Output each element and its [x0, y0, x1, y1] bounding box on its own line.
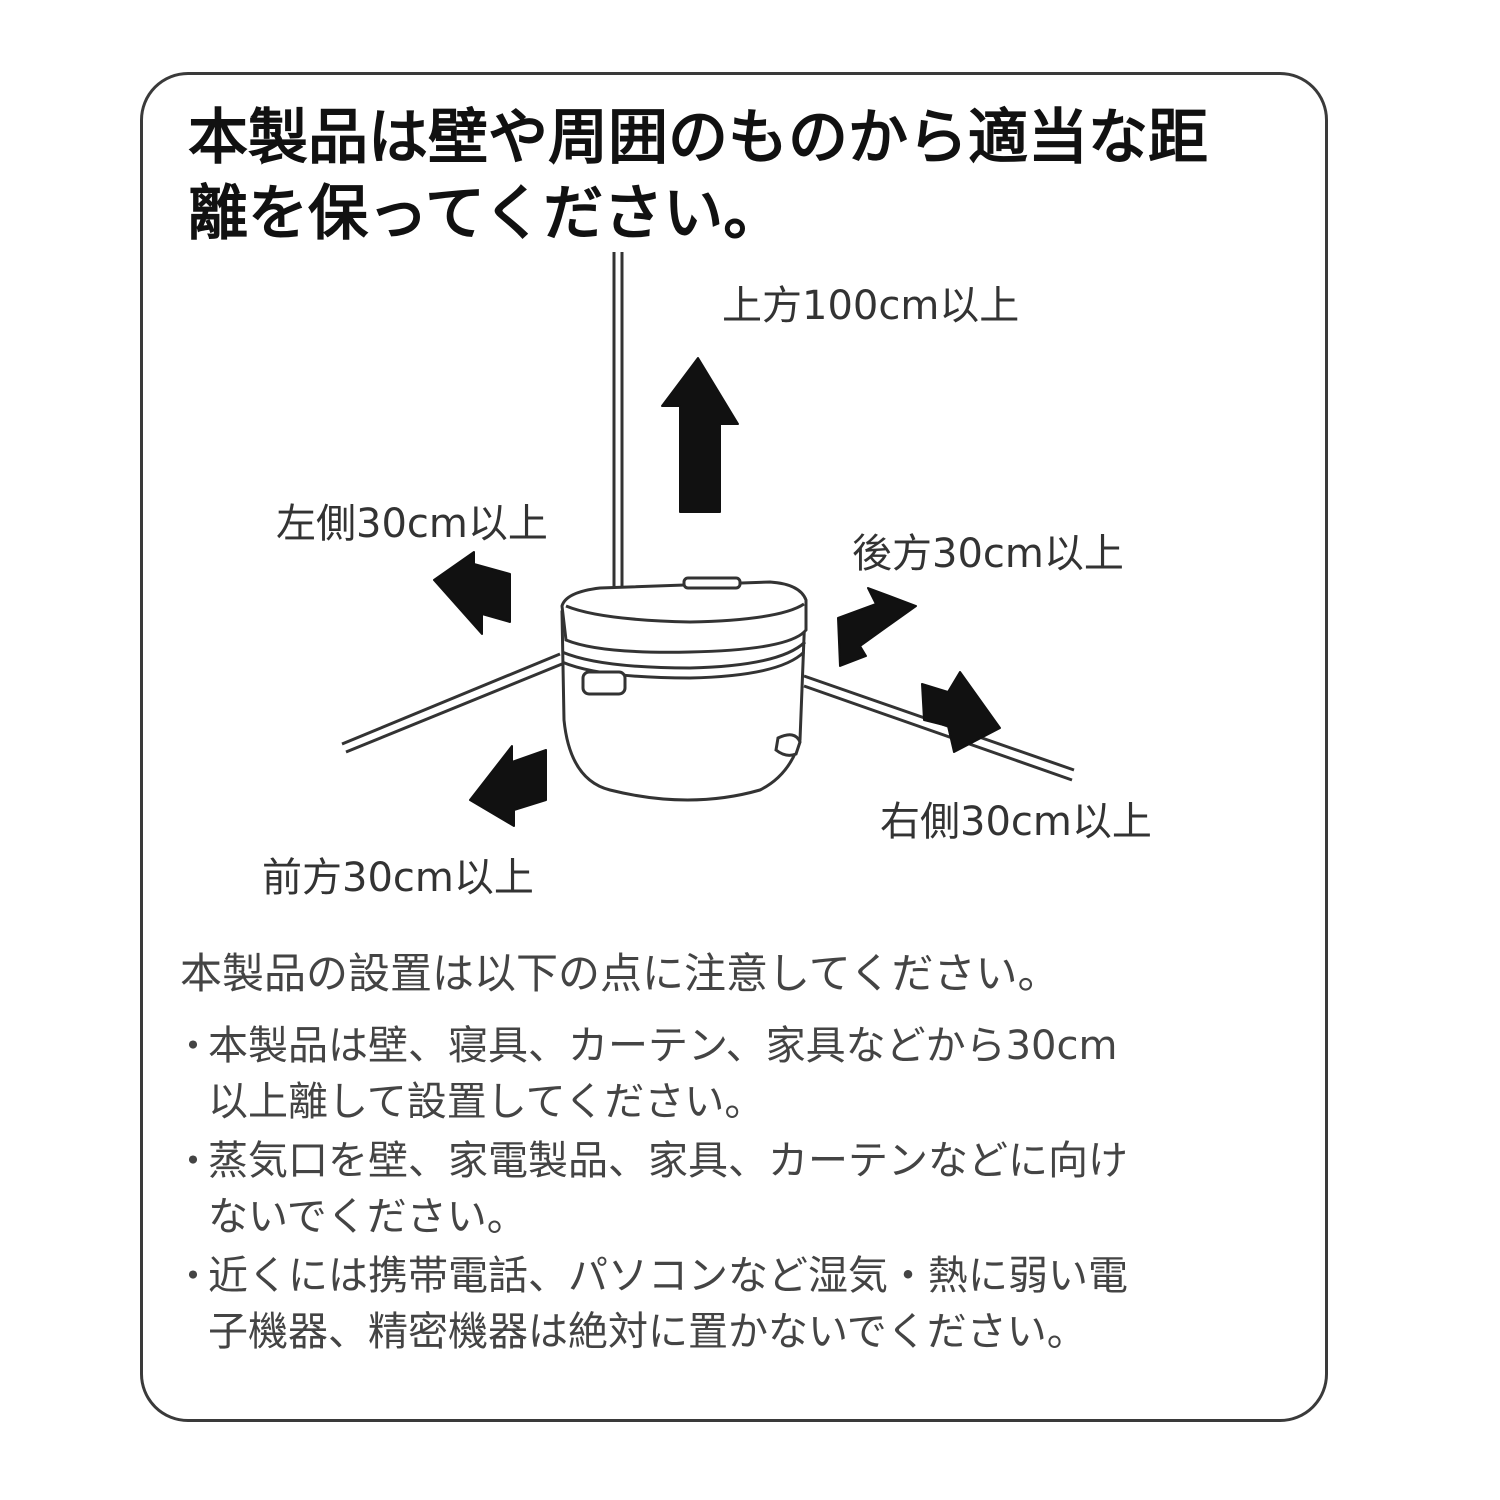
cooker-lid-edge: [561, 640, 807, 670]
precaution-text-line: 本製品は壁、寝具、カーテン、家具などから30cm: [208, 1023, 1118, 1069]
arrow-right-icon: [921, 671, 1001, 753]
heading-line-2: 離を保ってください。: [188, 179, 784, 249]
cooker-body: [560, 610, 807, 802]
precaution-item: ・ 蒸気口を壁、家電製品、家具、カーテンなどに向け ないでください。: [172, 1133, 1302, 1245]
label-top-clearance: 上方100cm以上: [722, 283, 1020, 329]
label-left-clearance: 左側30cm以上: [276, 501, 548, 547]
cooker-vent: [682, 576, 742, 590]
arrow-left-icon: [433, 551, 511, 635]
notice-frame: [140, 72, 1328, 1422]
cooker-lid-top-line: [565, 602, 805, 624]
arrow-back-icon: [837, 587, 917, 667]
heading-line-1: 本製品は壁や周囲のものから適当な距: [188, 103, 1208, 173]
precaution-list: ・ 本製品は壁、寝具、カーテン、家具などから30cm 以上離して設置してください…: [172, 1018, 1302, 1363]
precaution-text-line: 以上離して設置してください。: [208, 1079, 765, 1125]
bullet: ・: [174, 1139, 213, 1183]
precaution-text-line: ないでください。: [208, 1194, 527, 1240]
label-back-clearance: 後方30cm以上: [852, 531, 1124, 577]
cooker-foot: [774, 733, 802, 757]
label-right-clearance: 右側30cm以上: [880, 799, 1152, 845]
cooker-lid-edge-inner: [561, 650, 806, 680]
precaution-text-line: 近くには携帯電話、パソコンなど湿気・熱に弱い電: [208, 1253, 1128, 1299]
arrow-up-icon: [661, 357, 739, 513]
bullet: ・: [174, 1254, 213, 1298]
cooker-handle: [581, 670, 627, 696]
floor-right-line-b: [803, 684, 1073, 782]
heading: 本製品は壁や周囲のものから適当な距 離を保ってください。: [188, 100, 1298, 252]
precaution-item: ・ 近くには携帯電話、パソコンなど湿気・熱に弱い電 子機器、精密機器は絶対に置か…: [172, 1248, 1302, 1360]
precaution-text-line: 蒸気口を壁、家電製品、家具、カーテンなどに向け: [208, 1138, 1128, 1184]
precaution-text-line: 子機器、精密機器は絶対に置かないでください。: [208, 1309, 1087, 1355]
direction-arrows: [433, 357, 1001, 827]
bullet: ・: [174, 1024, 213, 1068]
rice-cooker-icon: [560, 576, 808, 802]
arrow-front-icon: [469, 745, 547, 827]
label-front-clearance: 前方30cm以上: [262, 855, 534, 901]
cooker-lid: [560, 580, 808, 654]
precaution-item: ・ 本製品は壁、寝具、カーテン、家具などから30cm 以上離して設置してください…: [172, 1018, 1302, 1130]
floor-left-line-a: [341, 652, 561, 746]
floor-left-line-b: [345, 662, 563, 754]
installation-intro: 本製品の設置は以下の点に注意してください。: [180, 949, 1060, 998]
